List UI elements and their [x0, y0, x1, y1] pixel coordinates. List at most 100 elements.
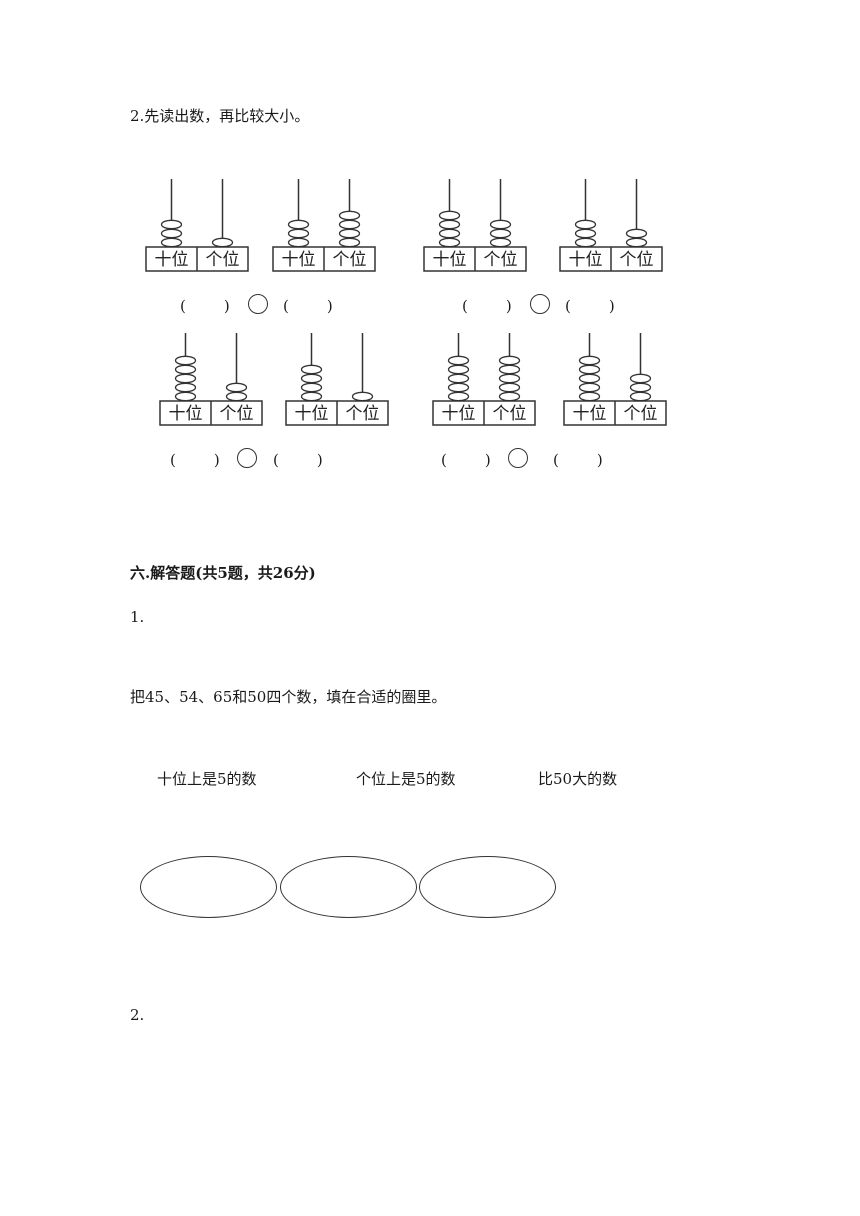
tens-bead: [447, 364, 470, 375]
ones-label: 个位: [620, 250, 654, 270]
tens-bead: [438, 237, 461, 248]
ones-bead: [338, 228, 361, 239]
compare-circle[interactable]: [508, 448, 528, 468]
abacus-0-0-right: 十位个位: [272, 179, 376, 272]
ones-bead: [498, 382, 521, 393]
ones-bead: [498, 355, 521, 366]
tens-bead: [574, 219, 597, 230]
tens-bead: [578, 382, 601, 393]
tens-bead: [160, 237, 183, 248]
tens-bead: [174, 373, 197, 384]
abacus-1-1-right: 十位个位: [563, 333, 667, 426]
answer-paren-left-number[interactable]: (): [441, 450, 491, 470]
ones-label: 个位: [220, 404, 254, 424]
abacus-1-1-left: 十位个位: [432, 333, 536, 426]
tens-label: 十位: [569, 250, 603, 270]
ones-bead: [489, 237, 512, 248]
compare-circle[interactable]: [530, 294, 550, 314]
q1-text: 把45、54、65和50四个数，填在合适的圈里。: [130, 688, 447, 706]
paren-left: (: [170, 451, 176, 469]
answer-paren-right-number[interactable]: (): [553, 450, 603, 470]
answer-paren-right-number[interactable]: (): [565, 296, 615, 316]
tens-label: 十位: [573, 404, 607, 424]
tens-bead: [160, 219, 183, 230]
ones-bead: [629, 391, 652, 402]
tens-bead: [574, 228, 597, 239]
ones-label: 个位: [346, 404, 380, 424]
tens-bead: [578, 391, 601, 402]
ones-bead: [338, 210, 361, 221]
tens-bead: [174, 382, 197, 393]
compare-circle[interactable]: [248, 294, 268, 314]
ones-bead: [498, 391, 521, 402]
label-ones-is-5: 个位上是5的数: [356, 770, 456, 788]
tens-bead: [174, 364, 197, 375]
tens-label: 十位: [155, 250, 189, 270]
label-greater-than-50: 比50大的数: [538, 770, 618, 788]
tens-label: 十位: [433, 250, 467, 270]
tens-bead: [438, 219, 461, 230]
tens-bead: [578, 364, 601, 375]
ones-bead: [489, 219, 512, 230]
ones-label: 个位: [493, 404, 527, 424]
tens-label: 十位: [295, 404, 329, 424]
answer-paren-right-number[interactable]: (): [283, 296, 333, 316]
paren-left: (: [441, 451, 447, 469]
compare-circle[interactable]: [237, 448, 257, 468]
tens-label: 十位: [442, 404, 476, 424]
paren-right: ): [596, 451, 603, 469]
tens-bead: [447, 355, 470, 366]
ones-bead: [498, 364, 521, 375]
tens-bead: [300, 364, 323, 375]
ones-bead: [489, 228, 512, 239]
paren-left: (: [553, 451, 559, 469]
answer-paren-left-number[interactable]: (): [462, 296, 512, 316]
ones-label: 个位: [624, 404, 658, 424]
tens-bead: [174, 391, 197, 402]
tens-bead: [447, 382, 470, 393]
paren-left: (: [565, 297, 571, 315]
tens-bead: [574, 237, 597, 248]
paren-right: ): [608, 297, 615, 315]
paren-right: ): [326, 297, 333, 315]
paren-right: ): [316, 451, 323, 469]
ones-bead: [225, 382, 248, 393]
paren-left: (: [283, 297, 289, 315]
ones-label: 个位: [333, 250, 367, 270]
tens-bead: [300, 391, 323, 402]
tens-label: 十位: [282, 250, 316, 270]
answer-paren-left-number[interactable]: (): [180, 296, 230, 316]
ones-label: 个位: [206, 250, 240, 270]
tens-label: 十位: [169, 404, 203, 424]
ones-bead: [625, 237, 648, 248]
ones-bead: [351, 391, 374, 402]
paren-right: ): [223, 297, 230, 315]
paren-right: ): [213, 451, 220, 469]
abacus-0-0-left: 十位个位: [145, 179, 249, 272]
paren-right: ): [484, 451, 491, 469]
ones-bead: [338, 219, 361, 230]
answer-circle-tens-5[interactable]: [140, 856, 277, 918]
paren-right: ): [505, 297, 512, 315]
tens-bead: [447, 391, 470, 402]
paren-left: (: [180, 297, 186, 315]
tens-bead: [300, 373, 323, 384]
answer-paren-right-number[interactable]: (): [273, 450, 323, 470]
answer-paren-left-number[interactable]: (): [170, 450, 220, 470]
section6-heading: 六.解答题(共5题，共26分): [130, 564, 316, 582]
paren-left: (: [273, 451, 279, 469]
tens-bead: [300, 382, 323, 393]
tens-bead: [287, 219, 310, 230]
tens-bead: [174, 355, 197, 366]
ones-bead: [225, 391, 248, 402]
answer-circle-ones-5[interactable]: [280, 856, 417, 918]
tens-bead: [447, 373, 470, 384]
paren-left: (: [462, 297, 468, 315]
abacus-1-0-left: 十位个位: [159, 333, 263, 426]
q2-prompt: 2.先读出数，再比较大小。: [130, 107, 310, 125]
tens-bead: [578, 373, 601, 384]
label-tens-is-5: 十位上是5的数: [157, 770, 257, 788]
answer-circle-gt-50[interactable]: [419, 856, 556, 918]
q2-number: 2.: [130, 1006, 145, 1024]
ones-label: 个位: [484, 250, 518, 270]
